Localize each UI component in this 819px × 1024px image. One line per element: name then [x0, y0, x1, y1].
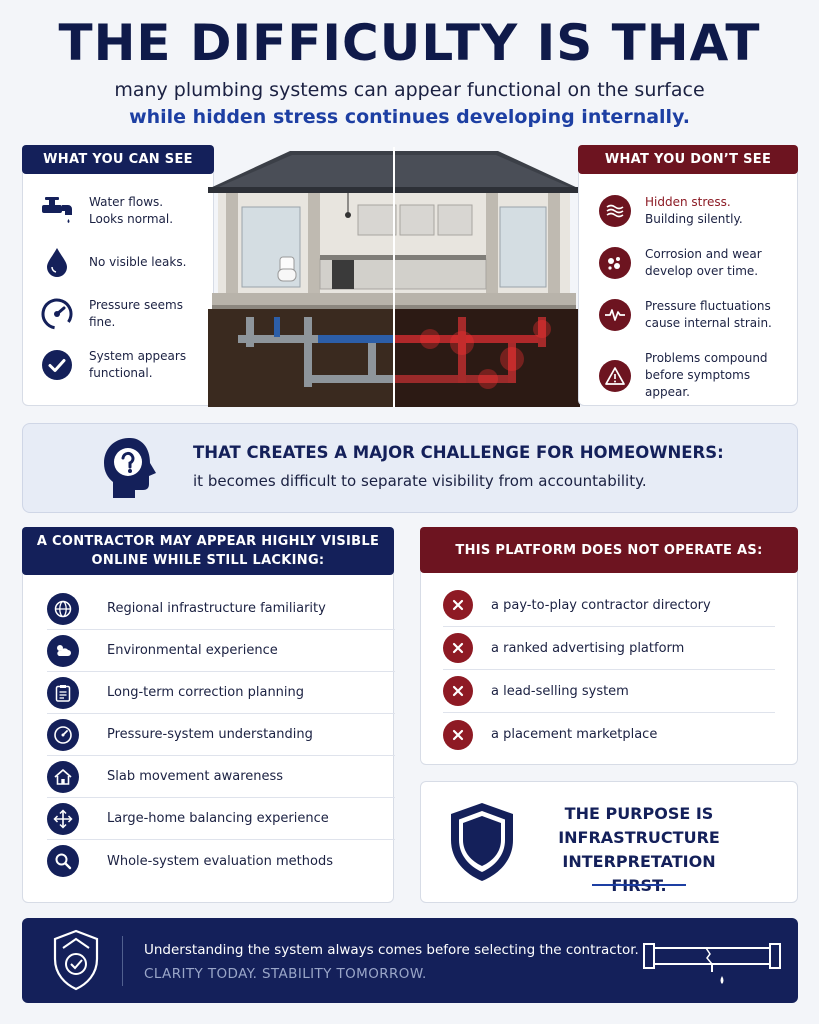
list-item-text: Pressure-system understanding	[107, 727, 313, 742]
x-mark-icon	[443, 590, 473, 620]
dont-see-item-line2: cause internal strain.	[645, 316, 772, 330]
see-item-pressure: Pressure seems fine.	[39, 297, 213, 331]
platform-item-text: a pay-to-play contractor directory	[491, 597, 711, 613]
see-item-water-flows: Water flows. Looks normal.	[39, 194, 173, 228]
list-item-text: Regional infrastructure familiarity	[107, 601, 326, 616]
see-panel: WHAT YOU CAN SEE Water flows. Looks norm…	[22, 145, 214, 406]
leaking-pipe-icon	[642, 940, 782, 994]
page-title: THE DIFFICULTY IS THAT	[58, 14, 761, 72]
see-item-text: Water flows. Looks normal.	[89, 195, 174, 226]
footer-banner: Understanding the system always comes be…	[22, 918, 798, 1003]
purpose-line1: THE PURPOSE IS	[564, 804, 714, 823]
list-item-text: Large-home balancing experience	[107, 811, 329, 826]
dont-see-item-line1: Pressure fluctuations	[645, 299, 771, 313]
contractor-lacking-title-line2: ONLINE WHILE STILL LACKING:	[91, 553, 325, 568]
platform-panel: THIS PLATFORM DOES NOT OPERATE AS: a pay…	[420, 527, 798, 765]
see-item-functional: System appears functional.	[39, 348, 186, 382]
list-item-text: Slab movement awareness	[107, 769, 284, 784]
see-item-no-leaks: No visible leaks.	[39, 247, 186, 277]
gauge-icon	[47, 718, 79, 751]
purpose-panel: THE PURPOSE IS INFRASTRUCTURE INTERPRETA…	[420, 781, 798, 903]
pressure-gauge-icon	[39, 298, 75, 330]
water-drop-icon	[39, 247, 75, 277]
dont-see-item-line2: Building silently.	[645, 212, 743, 226]
faucet-icon	[39, 196, 75, 226]
weather-icon	[47, 634, 79, 667]
list-item: Environmental experience	[47, 630, 395, 672]
dont-see-item-text: Corrosion and wear develop over time.	[645, 246, 762, 280]
dont-see-panel-title: WHAT YOU DON’T SEE	[578, 145, 798, 174]
dont-see-item-problems-compound: Problems compound before symptoms appear…	[599, 350, 797, 401]
footer-slogan: CLARITY TODAY. STABILITY TOMORROW.	[144, 966, 427, 982]
dont-see-item-hidden-stress: Hidden stress. Building silently.	[599, 194, 743, 228]
list-item: Whole-system evaluation methods	[47, 840, 395, 882]
pulse-icon	[599, 299, 631, 331]
footer-divider	[122, 936, 123, 986]
x-mark-icon	[443, 676, 473, 706]
platform-item-text: a lead-selling system	[491, 683, 629, 699]
dont-see-item-line2: before symptoms appear.	[645, 368, 751, 399]
platform-item-text: a ranked advertising platform	[491, 640, 685, 656]
dont-see-item-text: Pressure fluctuations cause internal str…	[645, 298, 772, 332]
subtitle-line-1: many plumbing systems can appear functio…	[114, 79, 705, 101]
see-panel-title: WHAT YOU CAN SEE	[22, 145, 214, 174]
list-item: a pay-to-play contractor directory	[443, 584, 775, 627]
subtitle-line-2: while hidden stress continues developing…	[129, 106, 690, 128]
magnifier-icon	[47, 845, 79, 877]
purpose-line3: INTERPRETATION FIRST.	[562, 852, 716, 895]
contractor-lacking-title-line1: A CONTRACTOR MAY APPEAR HIGHLY VISIBLE	[36, 534, 380, 549]
see-item-text: Pressure seems fine.	[88, 298, 183, 329]
balance-arrows-icon	[47, 802, 79, 835]
see-item-text: No visible leaks.	[89, 254, 187, 269]
dont-see-item-pressure-fluctuations: Pressure fluctuations cause internal str…	[599, 298, 772, 332]
list-item: a ranked advertising platform	[443, 627, 775, 670]
challenge-text: it becomes difficult to separate visibil…	[193, 472, 647, 490]
house-cutaway-illustration	[208, 147, 580, 407]
dont-see-item-corrosion: Corrosion and wear develop over time.	[599, 246, 762, 280]
waves-icon	[599, 195, 631, 227]
list-item-text: Long-term correction planning	[107, 685, 305, 700]
shield-checkmark-logo-icon	[50, 928, 102, 996]
platform-item-text: a placement marketplace	[491, 727, 658, 742]
contractor-lacking-panel: A CONTRACTOR MAY APPEAR HIGHLY VISIBLE O…	[22, 527, 395, 903]
checkmark-icon	[39, 349, 75, 381]
question-head-icon	[101, 436, 159, 504]
list-item: Pressure-system understanding	[47, 714, 395, 756]
list-item: Large-home balancing experience	[47, 798, 395, 840]
challenge-heading: THAT CREATES A MAJOR CHALLENGE FOR HOMEO…	[193, 443, 724, 462]
purpose-line2: INFRASTRUCTURE	[558, 828, 720, 847]
dont-see-item-text: Problems compound before symptoms appear…	[645, 350, 797, 401]
clipboard-icon	[47, 676, 79, 709]
platform-panel-title: THIS PLATFORM DOES NOT OPERATE AS:	[420, 527, 798, 573]
contractor-lacking-title: A CONTRACTOR MAY APPEAR HIGHLY VISIBLE O…	[22, 527, 394, 575]
globe-icon	[47, 592, 79, 625]
list-item: a lead-selling system	[443, 670, 775, 713]
x-mark-icon	[443, 633, 473, 663]
dont-see-item-line1: Hidden stress.	[645, 195, 731, 209]
purpose-underline	[592, 884, 686, 886]
shield-icon	[447, 800, 517, 888]
x-mark-icon	[443, 719, 473, 750]
corrosion-icon	[599, 247, 631, 279]
dont-see-panel: WHAT YOU DON’T SEE Hidden stress. Buildi…	[578, 145, 798, 406]
list-item-text: Whole-system evaluation methods	[107, 853, 333, 869]
list-item: Slab movement awareness	[47, 756, 395, 798]
list-item-text: Environmental experience	[107, 643, 278, 658]
dont-see-item-line1: Problems compound	[645, 351, 768, 365]
house-icon	[47, 760, 79, 793]
dont-see-item-text: Hidden stress. Building silently.	[645, 194, 743, 228]
purpose-statement: THE PURPOSE IS INFRASTRUCTURE INTERPRETA…	[539, 802, 739, 898]
challenge-banner: THAT CREATES A MAJOR CHALLENGE FOR HOMEO…	[22, 423, 798, 513]
list-item: Long-term correction planning	[47, 672, 395, 714]
warning-icon	[599, 359, 631, 392]
dont-see-item-line1: Corrosion and wear	[645, 247, 762, 261]
dont-see-item-line2: develop over time.	[645, 264, 759, 278]
list-item: Regional infrastructure familiarity	[47, 588, 395, 630]
list-item: a placement marketplace	[443, 713, 775, 756]
footer-tagline: Understanding the system always comes be…	[144, 942, 639, 958]
see-item-text: System appears functional.	[89, 349, 187, 380]
